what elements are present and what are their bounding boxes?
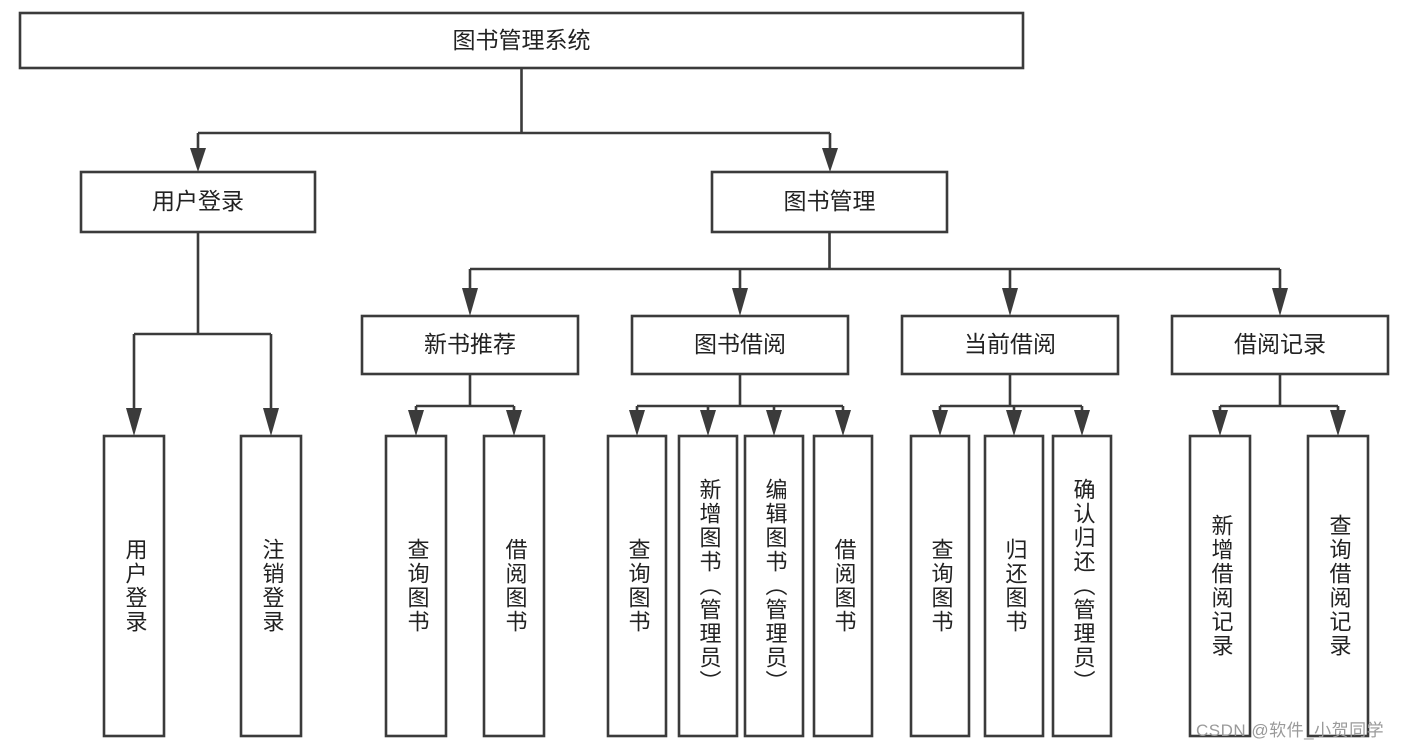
arrow-head-icon	[263, 408, 279, 436]
node-box-root[interactable]	[18, 11, 1025, 70]
node-current-borrow[interactable]: 当前借阅	[900, 314, 1120, 376]
node-user-login[interactable]: 用户登录	[79, 170, 317, 234]
edge-group-newbook-to-leaves	[408, 374, 522, 436]
node-book-borrow[interactable]: 图书借阅	[630, 314, 850, 376]
leaf-box-query-borrow-record[interactable]	[1306, 434, 1370, 738]
leaf-box-borrow-book-2[interactable]	[812, 434, 874, 738]
node-box-new-book-recommend[interactable]	[360, 314, 580, 376]
node-label-current-borrow: 当前借阅	[964, 331, 1056, 357]
node-label-book-borrow: 图书借阅	[694, 331, 786, 357]
arrow-head-icon	[700, 410, 716, 436]
csdn-watermark: CSDN @软件_小贺同学	[1196, 721, 1385, 740]
leaf-box-edit-book-admin[interactable]	[743, 434, 805, 738]
edge-group-userlogin-to-leaves	[126, 232, 279, 436]
node-box-user-login[interactable]	[79, 170, 317, 234]
leaf-box-add-borrow-record[interactable]	[1188, 434, 1252, 738]
leaf-box-query-book-3[interactable]	[909, 434, 971, 738]
node-root[interactable]: 图书管理系统	[18, 11, 1025, 70]
leaf-box-group	[102, 434, 1370, 738]
arrow-head-icon	[1002, 288, 1018, 316]
leaf-box-logout[interactable]	[239, 434, 303, 738]
edge-group-bookmgmt-to-level3	[462, 232, 1288, 316]
node-book-management[interactable]: 图书管理	[710, 170, 949, 234]
leaf-box-borrow-book-1[interactable]	[482, 434, 546, 738]
edge-group-currentborrow-to-leaves	[932, 374, 1090, 436]
leaf-box-add-book-admin[interactable]	[677, 434, 739, 738]
arrow-head-icon	[506, 410, 522, 436]
leaf-box-query-book-1[interactable]	[384, 434, 448, 738]
arrow-head-icon	[462, 288, 478, 316]
arrow-head-icon	[1006, 410, 1022, 436]
arrow-head-icon	[1212, 410, 1228, 436]
arrow-head-icon	[1330, 410, 1346, 436]
leaf-box-user-login[interactable]	[102, 434, 166, 738]
arrow-head-icon	[766, 410, 782, 436]
node-box-book-management[interactable]	[710, 170, 949, 234]
arrow-head-icon	[1074, 410, 1090, 436]
edge-group-borrowbook-to-leaves	[629, 374, 851, 436]
node-new-book-recommend[interactable]: 新书推荐	[360, 314, 580, 376]
leaf-box-return-book[interactable]	[983, 434, 1045, 738]
node-box-borrow-record[interactable]	[1170, 314, 1390, 376]
node-borrow-record[interactable]: 借阅记录	[1170, 314, 1390, 376]
edge-group-root-to-level2	[190, 68, 838, 172]
arrow-head-icon	[1272, 288, 1288, 316]
arrow-head-icon	[408, 410, 424, 436]
node-label-user-login: 用户登录	[152, 188, 244, 214]
arrow-head-icon	[732, 288, 748, 316]
node-label-root: 图书管理系统	[453, 27, 591, 53]
leaf-box-query-book-2[interactable]	[606, 434, 668, 738]
node-label-book-management: 图书管理	[784, 188, 876, 214]
leaf-box-confirm-return[interactable]	[1051, 434, 1113, 738]
arrow-head-icon	[932, 410, 948, 436]
arrow-head-icon	[190, 148, 206, 172]
node-label-new-book-recommend: 新书推荐	[424, 331, 516, 357]
node-box-current-borrow[interactable]	[900, 314, 1120, 376]
node-label-borrow-record: 借阅记录	[1234, 331, 1326, 357]
node-box-book-borrow[interactable]	[630, 314, 850, 376]
arrow-head-icon	[126, 408, 142, 436]
edge-group-borrowrecord-to-leaves	[1212, 374, 1346, 436]
arrow-head-icon	[822, 148, 838, 172]
arrow-head-icon	[835, 410, 851, 436]
arrow-head-icon	[629, 410, 645, 436]
